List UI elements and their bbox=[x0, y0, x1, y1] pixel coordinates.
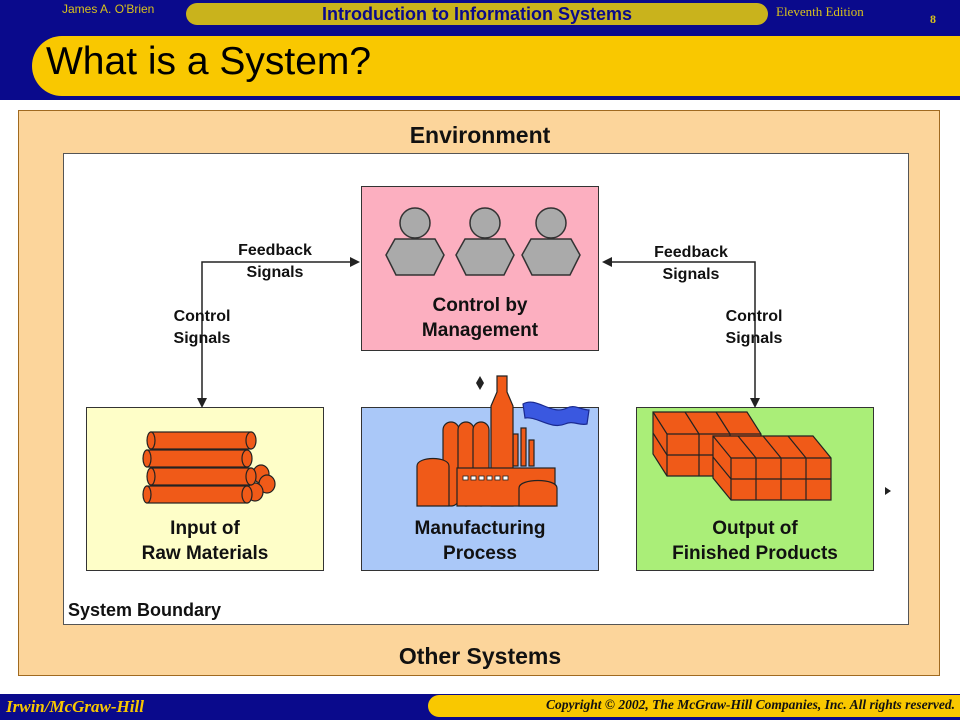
input-raw-materials-box: Input of Raw Materials bbox=[86, 407, 324, 571]
control-signals-left-label: Control Signals bbox=[173, 308, 231, 347]
copyright-text: Copyright © 2002, The McGraw-Hill Compan… bbox=[546, 697, 955, 712]
publisher-name: Irwin/McGraw-Hill bbox=[6, 697, 144, 716]
control-signals-right-label: Control Signals bbox=[725, 308, 783, 347]
manufacturing-process-label: Manufacturing Process bbox=[414, 518, 546, 564]
title-bar bbox=[32, 36, 960, 96]
edition-label: Eleventh Edition bbox=[776, 4, 864, 19]
crates-icon bbox=[652, 411, 832, 501]
page-number: 8 bbox=[930, 12, 936, 26]
logs-icon bbox=[142, 431, 276, 504]
course-title-banner: Introduction to Information Systems bbox=[186, 3, 768, 25]
author-name: James A. O'Brien bbox=[62, 2, 155, 16]
other-systems-label: Other Systems bbox=[398, 643, 562, 669]
slide-title: What is a System? bbox=[46, 40, 372, 83]
factory-icon bbox=[416, 375, 590, 507]
environment-label: Environment bbox=[409, 122, 551, 148]
managers-icon bbox=[385, 207, 581, 276]
output-finished-products-label: Output of Finished Products bbox=[672, 518, 838, 564]
control-by-management-label: Control by Management bbox=[421, 295, 539, 341]
feedback-signals-left-label: Feedback Signals bbox=[238, 242, 312, 281]
feedback-signals-right-label: Feedback Signals bbox=[654, 244, 728, 283]
course-title: Introduction to Information Systems bbox=[321, 4, 632, 24]
system-boundary-label: System Boundary bbox=[68, 600, 222, 620]
control-by-management-box: Control by Management bbox=[361, 186, 599, 351]
output-finished-products-box: Output of Finished Products bbox=[636, 407, 874, 571]
input-raw-materials-label: Input of Raw Materials bbox=[141, 518, 269, 564]
copyright-banner bbox=[428, 695, 960, 717]
